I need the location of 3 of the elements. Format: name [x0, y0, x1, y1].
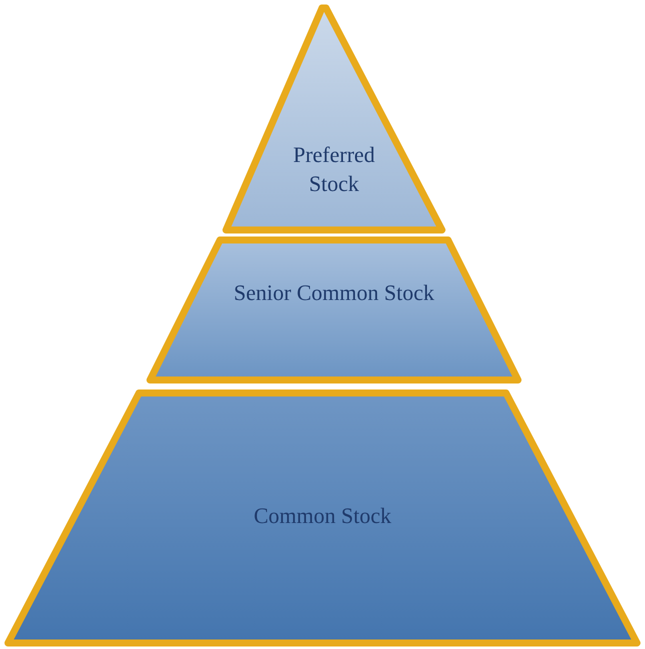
tier-label: Common Stock — [252, 502, 392, 530]
tier-label: Preferred Stock — [292, 141, 376, 198]
tier-label: Senior Common Stock — [232, 279, 436, 307]
